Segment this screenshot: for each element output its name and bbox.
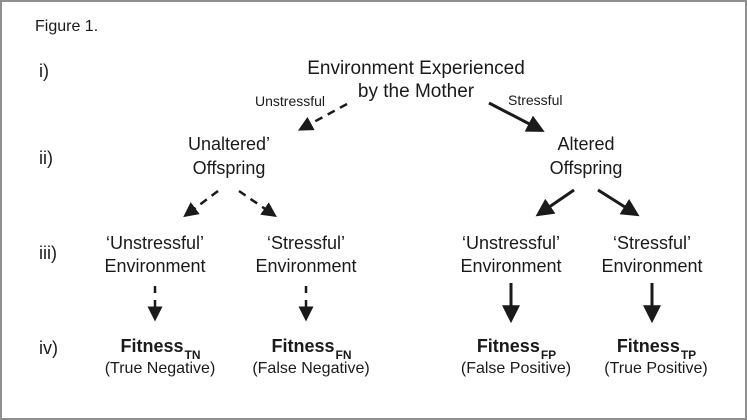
fitness-fp-label: FitnessFP (476, 336, 557, 362)
fitness-fn-caption: (False Negative) (252, 360, 370, 377)
fitness-fn-subscript: FN (335, 347, 352, 362)
row-label-i: i) (39, 61, 49, 81)
node-unaltered-offspring: Unaltered’ Offspring (187, 134, 271, 178)
node-environment-stressful-1: ‘Stressful’ Environment (255, 233, 357, 276)
fitness-fp-word: Fitness (476, 336, 540, 356)
branch-label-stressful: Stressful (508, 92, 563, 108)
fitness-fp-subscript: FP (540, 347, 557, 362)
fitness-tp-word: Fitness (616, 336, 680, 356)
fitness-tp-subscript: TP (680, 347, 697, 362)
node-environment-unstressful-1: ‘Unstressful’ Environment (104, 233, 206, 276)
row-label-iii: iii) (39, 243, 57, 263)
arrow-unaltered-to-stressful-env (238, 189, 277, 217)
fitness-tn-word: Fitness (120, 336, 184, 356)
arrow-altered-to-stressful-env (597, 188, 640, 217)
figure-label: Figure 1. (35, 18, 99, 35)
fitness-fn-word: Fitness (271, 336, 335, 356)
node-environment-unstressful-2: ‘Unstressful’ Environment (460, 233, 562, 276)
row-label-iv: iv) (39, 338, 58, 358)
fitness-tn-subscript: TN (184, 347, 201, 362)
node-altered-offspring: Altered Offspring (549, 134, 623, 178)
fitness-tp-label: FitnessTP (616, 336, 697, 362)
fitness-tn-label: FitnessTN (120, 336, 201, 362)
fitness-fn-label: FitnessFN (271, 336, 352, 362)
arrow-altered-to-unstressful-env (535, 188, 575, 217)
arrow-unaltered-to-unstressful-env (183, 190, 219, 218)
branch-label-unstressful: Unstressful (255, 93, 326, 109)
row-label-ii: ii) (39, 148, 53, 168)
root-node-mother-environment: Environment Experienced by the Mother (307, 58, 525, 102)
fitness-tp-caption: (True Positive) (604, 360, 708, 377)
fitness-fp-caption: (False Positive) (460, 360, 572, 377)
node-environment-stressful-2: ‘Stressful’ Environment (601, 233, 703, 276)
fitness-tn-caption: (True Negative) (104, 360, 216, 377)
